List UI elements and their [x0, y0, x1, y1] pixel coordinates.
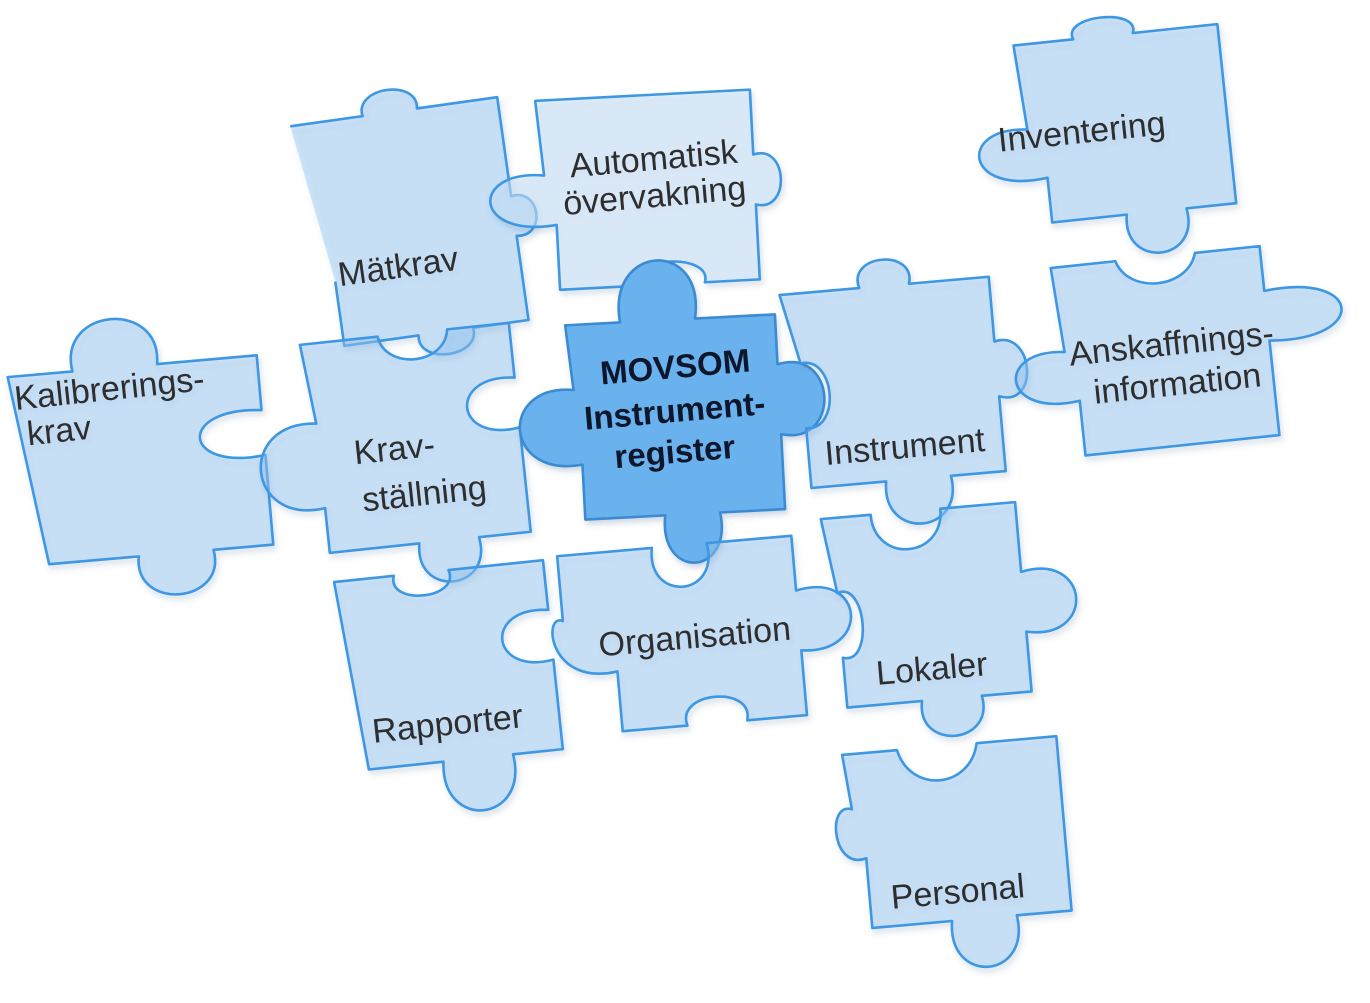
puzzle-piece-automatisk-overvakning: Automatisk övervakning [489, 88, 783, 292]
puzzle-piece-rapporter: Rapporter [332, 558, 565, 812]
puzzle-piece-personal: Personal [834, 734, 1073, 969]
puzzle-piece-lokaler: Lokaler [819, 500, 1078, 738]
puzzle-piece-instrument: Instrument [778, 258, 1029, 525]
piece-label-krav-: Krav- [352, 426, 437, 472]
puzzle-piece-anskaffningsinformation: Anskaffnings- information [1014, 244, 1343, 457]
puzzle-piece-kravstallning: Krav- ställning [259, 321, 533, 583]
puzzle-piece-organisation: Organisation [551, 534, 853, 733]
puzzle-piece-kalibreringskrav: Kalibrerings- krav [6, 317, 275, 596]
piece-label-krav: krav [25, 409, 93, 454]
puzzle-piece-center: MOVSOM Instrument- register [518, 259, 826, 564]
puzzle-piece-inventering: Inventering [977, 15, 1238, 254]
